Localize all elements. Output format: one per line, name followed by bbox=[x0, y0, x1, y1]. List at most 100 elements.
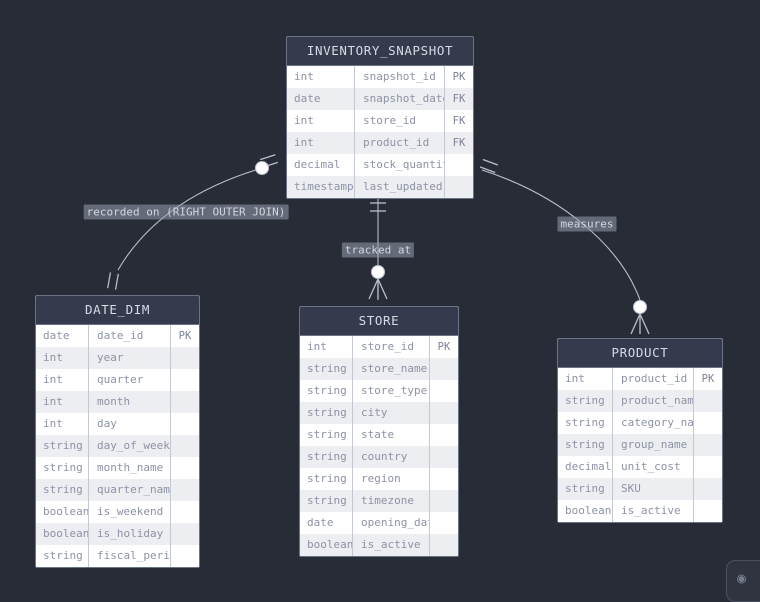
attribute-type: decimal bbox=[558, 456, 613, 478]
cardinality-zero-or-many-store bbox=[368, 278, 388, 300]
attribute-name: unit_cost bbox=[613, 456, 694, 478]
attribute-type: int bbox=[287, 110, 355, 132]
attribute-key: FK bbox=[452, 93, 466, 105]
attribute-name: state bbox=[353, 424, 430, 446]
attribute-type: string bbox=[558, 390, 613, 412]
attribute-key bbox=[430, 468, 458, 490]
attribute-key bbox=[445, 176, 473, 198]
attribute-type: string bbox=[36, 457, 89, 479]
attribute-key bbox=[445, 154, 473, 176]
attribute-key bbox=[430, 534, 458, 556]
attribute-name: product_id bbox=[355, 132, 445, 154]
attribute-type: string bbox=[300, 424, 353, 446]
entity-title: PRODUCT bbox=[558, 339, 722, 368]
attribute-name: store_type bbox=[353, 380, 430, 402]
attribute-key: FK bbox=[452, 115, 466, 127]
attribute-key bbox=[171, 545, 199, 567]
attribute-name: is_holiday bbox=[89, 523, 171, 545]
attribute-name: category_name bbox=[613, 412, 694, 434]
attribute-type: int bbox=[558, 368, 613, 390]
attribute-key bbox=[430, 424, 458, 446]
corner-navigate-widget[interactable]: ◉ bbox=[726, 560, 760, 602]
attribute-type: date bbox=[300, 512, 353, 534]
attribute-type: string bbox=[300, 380, 353, 402]
attribute-key bbox=[430, 358, 458, 380]
attribute-type: date bbox=[287, 88, 355, 110]
attribute-name: group_name bbox=[613, 434, 694, 456]
attribute-type: boolean bbox=[300, 534, 353, 556]
attribute-name: snapshot_date bbox=[355, 88, 445, 110]
attribute-key: FK bbox=[452, 137, 466, 149]
attribute-key bbox=[171, 479, 199, 501]
attribute-key: PK bbox=[178, 330, 192, 342]
cardinality-exactly-one-inventory-store bbox=[370, 202, 386, 212]
attribute-name: SKU bbox=[613, 478, 694, 500]
attribute-key: PK bbox=[452, 71, 466, 83]
attribute-type: string bbox=[36, 545, 89, 567]
cardinality-optional-circle bbox=[254, 160, 270, 176]
attribute-name: stock_quantity bbox=[355, 154, 445, 176]
attribute-name: timezone bbox=[353, 490, 430, 512]
cardinality-optional-circle bbox=[632, 299, 648, 315]
attribute-key bbox=[694, 500, 722, 522]
entity-title: STORE bbox=[300, 307, 458, 336]
attribute-name: country bbox=[353, 446, 430, 468]
attribute-type: int bbox=[36, 391, 89, 413]
attribute-name: month_name bbox=[89, 457, 171, 479]
attribute-name: quarter_name bbox=[89, 479, 171, 501]
attribute-name: product_name bbox=[613, 390, 694, 412]
edge-label-rel-date: recorded on (RIGHT OUTER JOIN) bbox=[83, 204, 289, 220]
attribute-name: store_name bbox=[353, 358, 430, 380]
attribute-name: region bbox=[353, 468, 430, 490]
cardinality-exactly-one-inventory-product bbox=[479, 158, 499, 174]
attribute-type: string bbox=[300, 402, 353, 424]
attribute-type: int bbox=[300, 336, 353, 358]
attribute-key bbox=[171, 369, 199, 391]
attribute-type: int bbox=[287, 66, 355, 88]
attribute-type: int bbox=[36, 413, 89, 435]
attribute-key bbox=[171, 391, 199, 413]
attribute-key bbox=[171, 435, 199, 457]
attribute-name: day_of_week bbox=[89, 435, 171, 457]
attribute-type: string bbox=[300, 446, 353, 468]
attribute-type: string bbox=[300, 468, 353, 490]
attribute-name: quarter bbox=[89, 369, 171, 391]
attribute-key bbox=[430, 512, 458, 534]
attribute-type: string bbox=[36, 479, 89, 501]
attribute-type: string bbox=[558, 412, 613, 434]
attribute-type: string bbox=[558, 478, 613, 500]
edge-label-rel-product: measures bbox=[557, 216, 617, 232]
attribute-key bbox=[171, 523, 199, 545]
attribute-key: PK bbox=[437, 341, 451, 353]
attribute-name: day bbox=[89, 413, 171, 435]
navigate-icon: ◉ bbox=[737, 569, 747, 587]
